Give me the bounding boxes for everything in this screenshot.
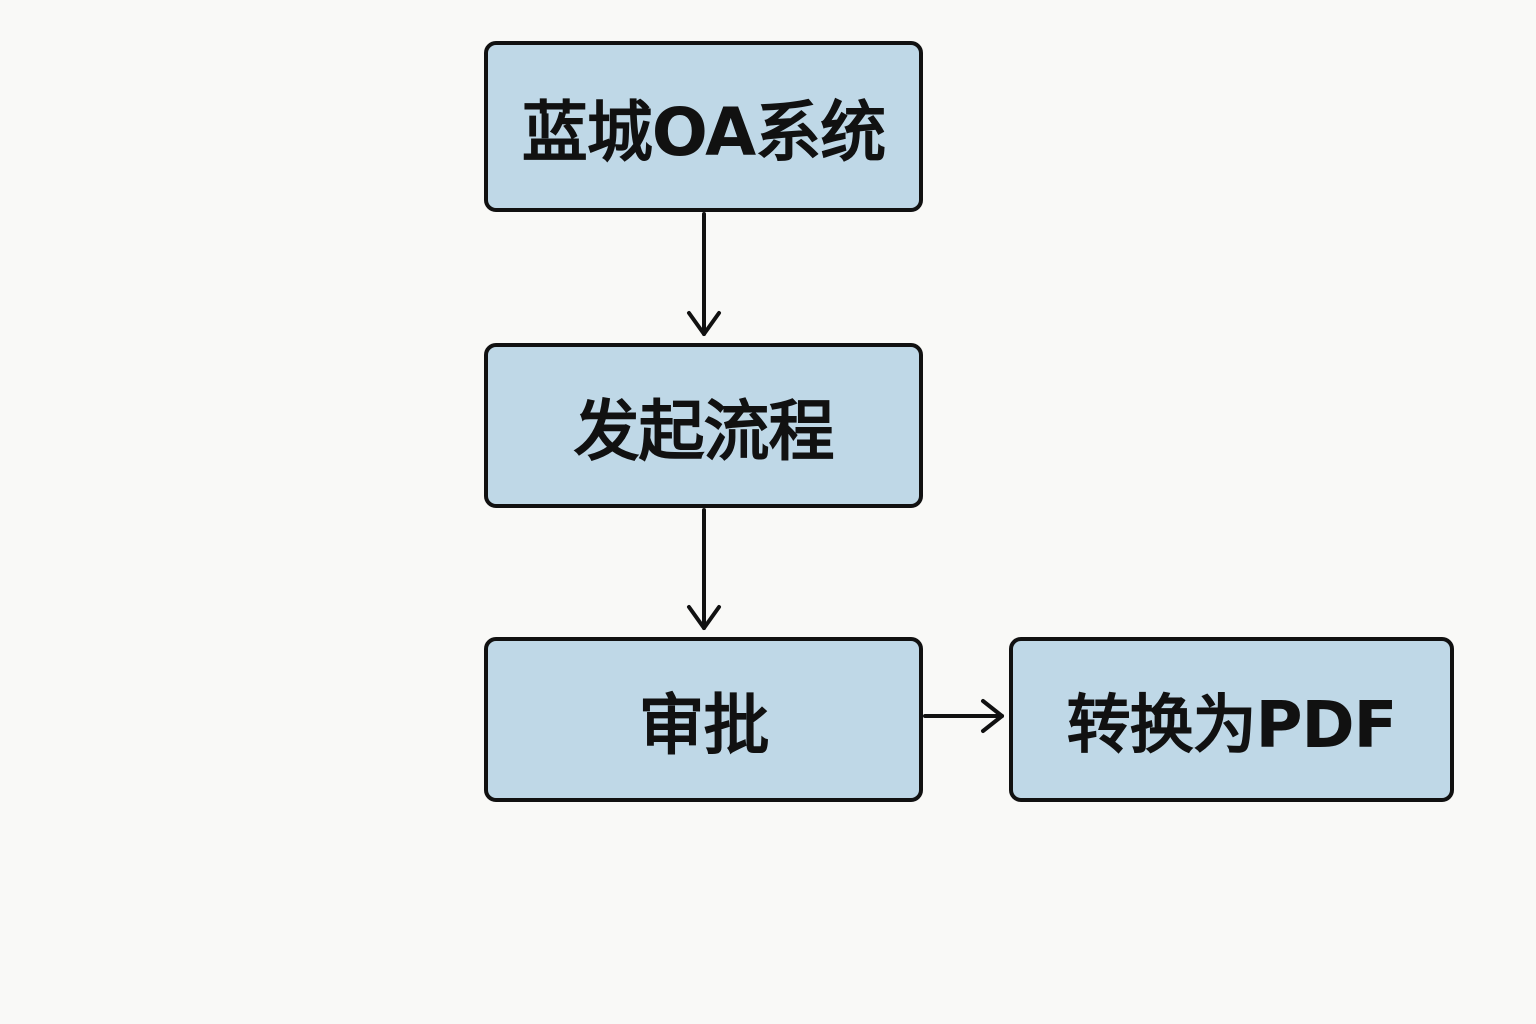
arrow-start-to-approve: [687, 508, 721, 630]
node-start-process-label: 发起流程: [573, 392, 835, 470]
node-approval: 审批: [484, 637, 923, 802]
node-oa-system: 蓝城OA系统: [484, 41, 923, 212]
node-oa-system-label: 蓝城OA系统: [521, 93, 886, 171]
node-start-process: 发起流程: [484, 343, 923, 508]
node-convert-pdf-label: 转换为PDF: [1066, 688, 1398, 763]
arrow-oa-to-start: [687, 212, 721, 336]
node-approval-label: 审批: [638, 686, 770, 764]
node-convert-pdf: 转换为PDF: [1009, 637, 1454, 802]
arrow-approve-to-pdf: [923, 699, 1004, 733]
